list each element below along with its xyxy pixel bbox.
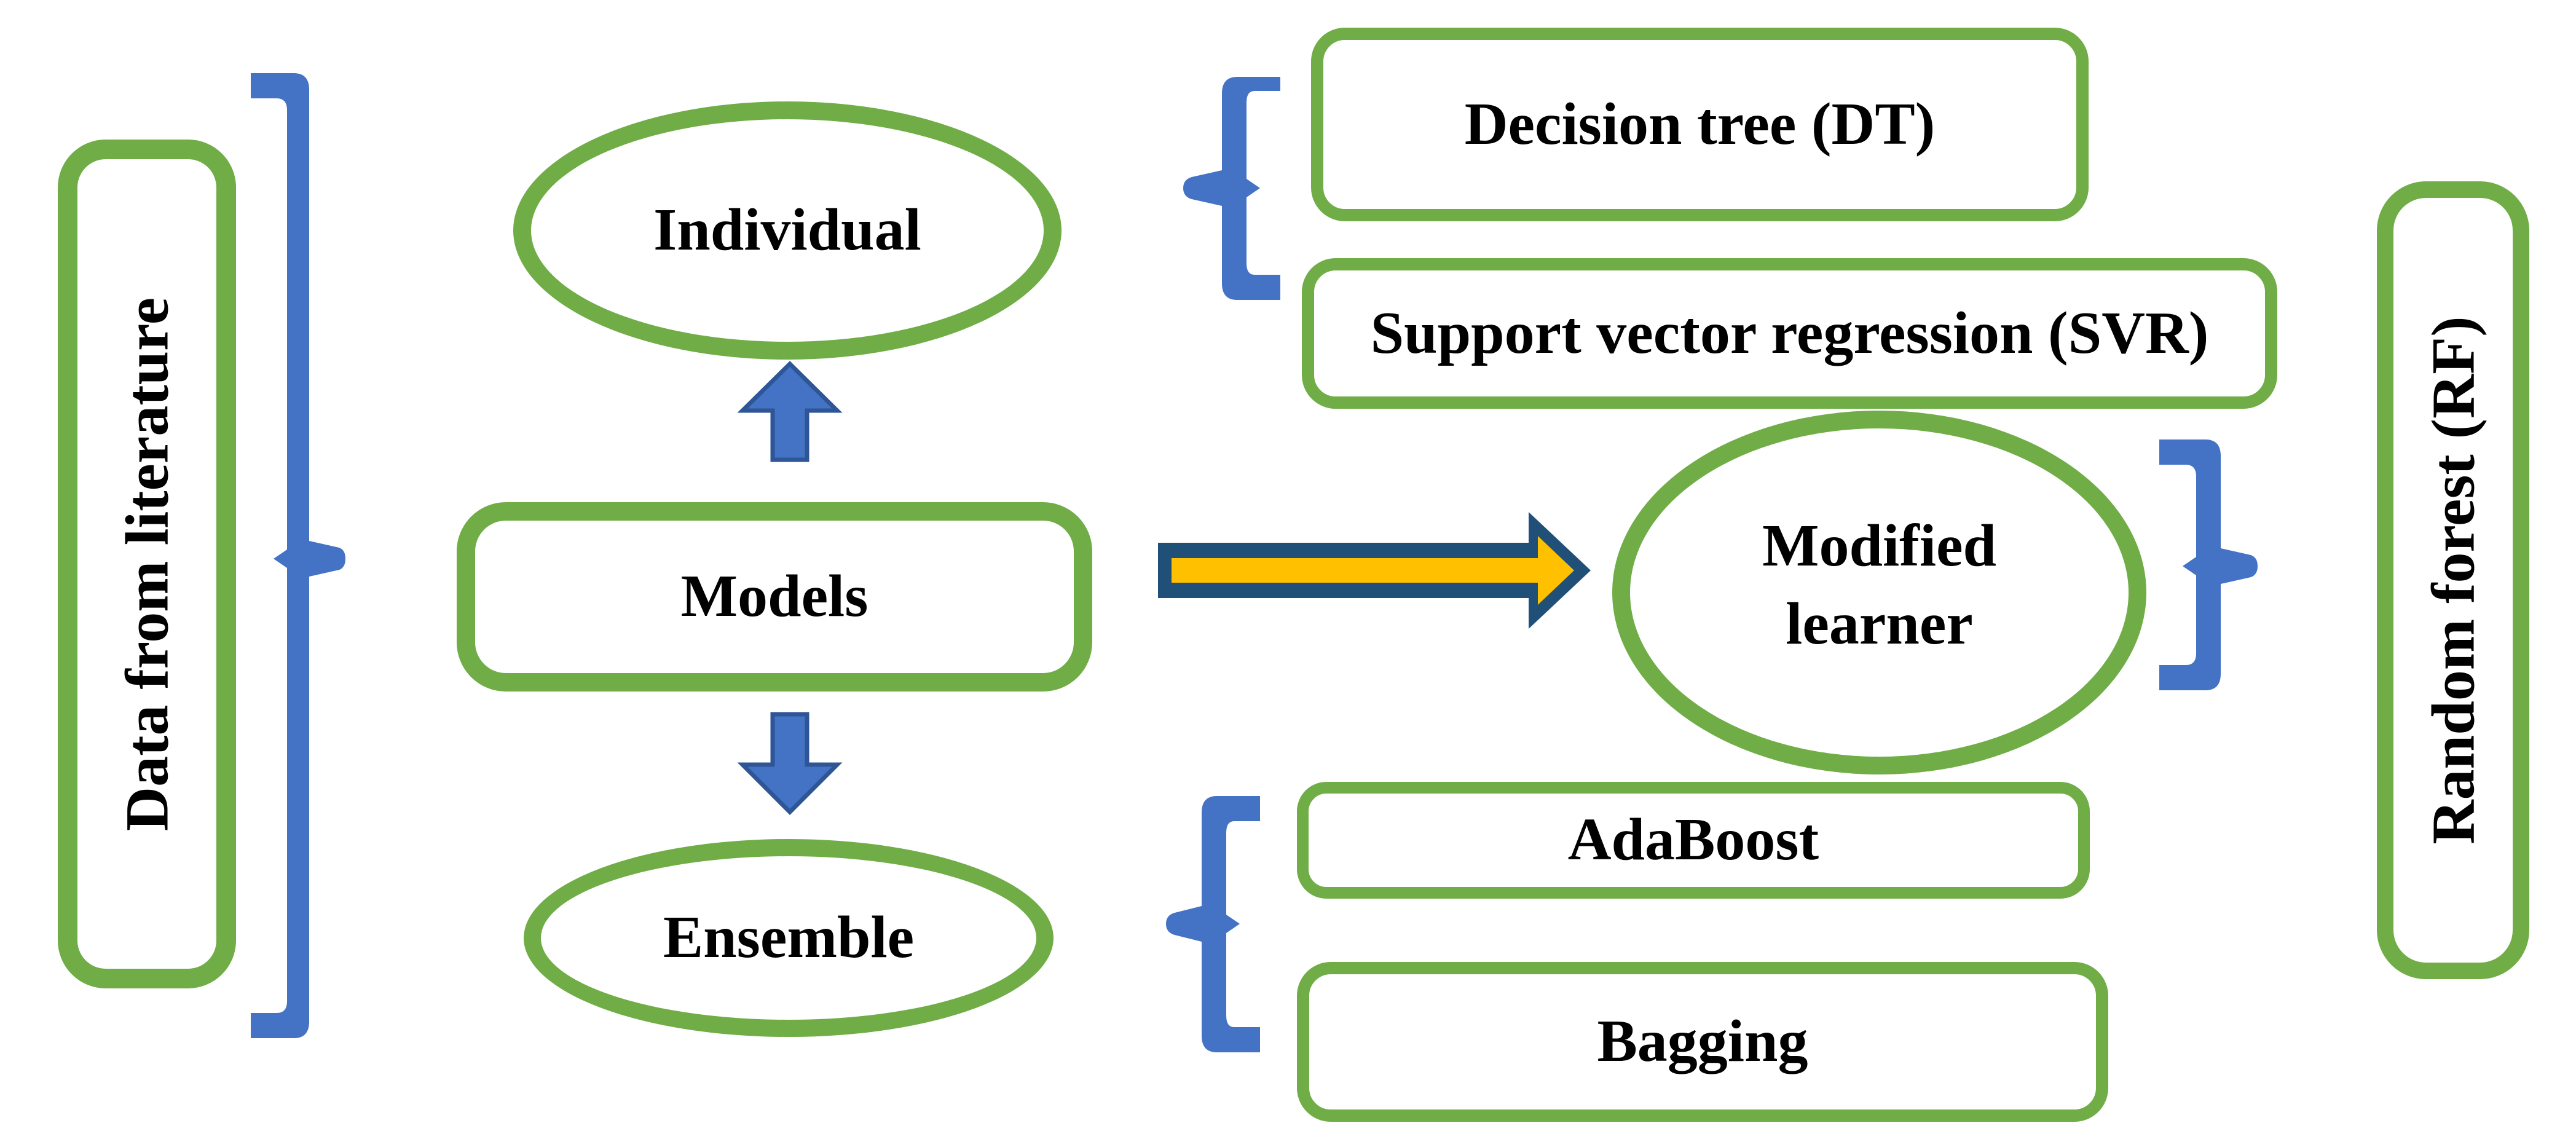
ensemble-ellipse: Ensemble [524,839,1054,1037]
data-from-literature-box: Data from literature [58,140,236,988]
svr-label: Support vector regression (SVR) [1370,299,2209,366]
modified-learner-ellipse: Modified learner [1612,411,2146,774]
modified-learner-label: Modified learner [1762,512,1997,657]
adaboost-label: AdaBoost [1567,806,1819,873]
right-arrow [1158,512,1591,629]
right-arrow-fill [1172,536,1574,605]
ensemble-label: Ensemble [663,904,915,971]
modified-learner-brace [2159,439,2258,690]
decision-tree-label: Decision tree (DT) [1464,90,1936,157]
individual-label: Individual [653,197,921,264]
svr-box: Support vector regression (SVR) [1302,258,2277,409]
random-forest-box: Random forest (RF) [2377,181,2529,979]
models-label: Models [680,563,869,630]
decision-tree-box: Decision tree (DT) [1311,28,2089,221]
up-arrow [737,361,843,462]
data-brace [251,73,345,1038]
individual-ellipse: Individual [513,101,1062,360]
down-arrow [737,712,843,815]
random-forest-label: Random forest (RF) [2419,316,2487,845]
individual-models-brace [1183,77,1280,300]
models-box: Models [457,502,1092,692]
adaboost-box: AdaBoost [1297,782,2090,899]
ensemble-methods-brace [1166,796,1260,1052]
bagging-label: Bagging [1597,1008,1808,1075]
data-from-literature-label: Data from literature [112,297,181,831]
bagging-box: Bagging [1297,962,2108,1122]
